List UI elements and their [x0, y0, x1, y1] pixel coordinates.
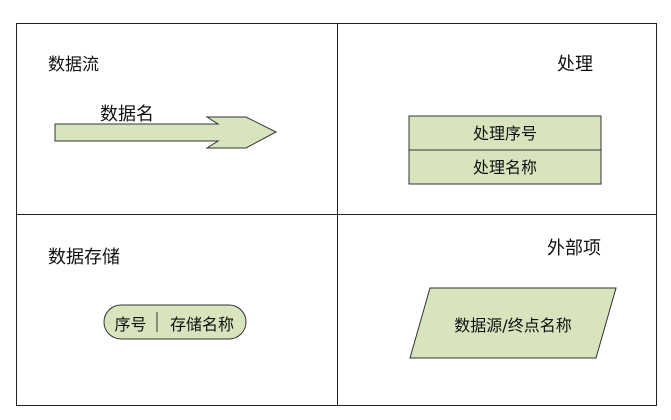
external-entity-shape	[409, 287, 617, 359]
data-flow-title: 数据流	[48, 55, 99, 75]
process-title: 处理	[557, 54, 593, 75]
data-store-title: 数据存储	[48, 247, 120, 268]
process-name-label: 处理名称	[472, 158, 537, 177]
horizontal-divider	[16, 214, 657, 215]
data-store-shape	[103, 304, 247, 340]
external-title: 外部项	[547, 238, 601, 259]
process-id-label: 处理序号	[472, 124, 537, 143]
process-name-cell	[408, 149, 602, 185]
data-flow-arrow	[54, 116, 278, 149]
data-flow-name: 数据名	[100, 104, 154, 125]
data-store-name-label: 存储名称	[169, 315, 234, 334]
external-name-label: 数据源/终点名称	[454, 316, 572, 335]
process-id-cell	[408, 115, 602, 151]
data-store-id-label: 序号	[114, 315, 147, 334]
